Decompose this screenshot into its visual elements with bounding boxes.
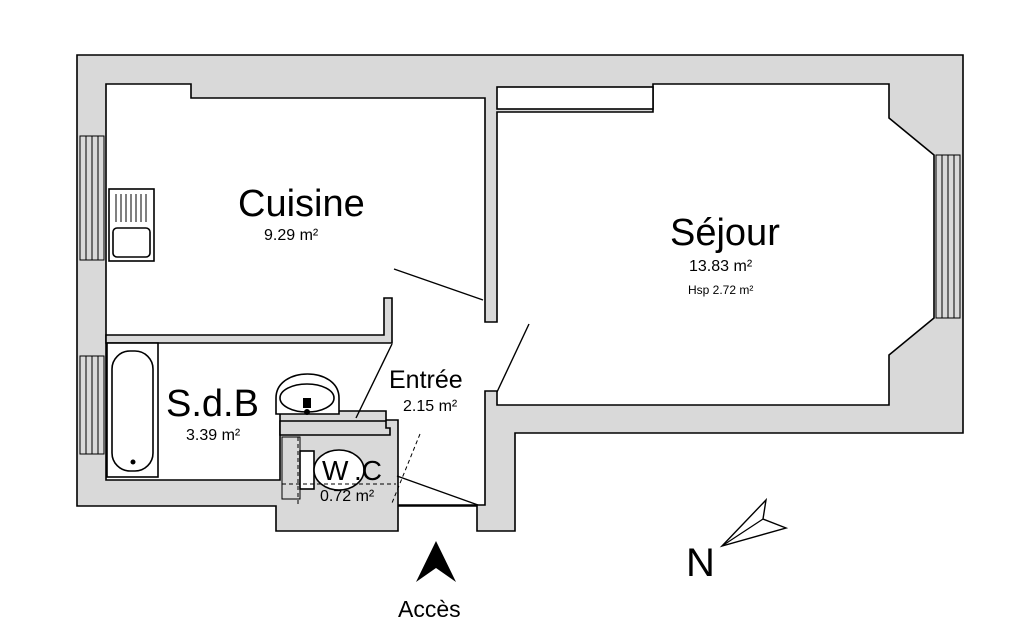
door-sdb [355,343,393,419]
room-name-entree: Entrée [389,366,463,394]
storage-niche [496,86,654,110]
room-name-cuisine: Cuisine [238,183,365,225]
door-cuisine [393,268,484,301]
partition-kitchen-bathroom [105,297,393,344]
room-area-sejour: 13.83 m² [689,258,753,275]
bathtub [106,342,159,478]
room-area-wc: 0.72 m² [320,488,375,505]
door-wc [391,433,421,504]
north-label: N [686,541,715,585]
exterior-walls [76,54,964,532]
room-name-wc-left: W [322,455,349,486]
door-sejour [496,323,530,393]
access-arrow-icon [416,541,456,582]
room-area-cuisine: 9.29 m² [264,227,319,244]
room-name-wc-right: .C [354,455,382,486]
partition-wc [279,420,391,436]
north-arrow-icon [719,497,789,548]
door-entree [396,475,479,506]
toilet [281,436,396,504]
access-label: Accès [398,596,461,622]
room-height-sejour: Hsp 2.72 m² [688,283,753,297]
kitchen-sink [108,188,155,262]
washbasin [275,373,340,415]
room-name-sdb: S.d.B [166,383,259,425]
room-area-sdb: 3.39 m² [186,427,241,444]
room-name-sejour: Séjour [670,212,780,254]
room-area-entree: 2.15 m² [403,398,458,415]
